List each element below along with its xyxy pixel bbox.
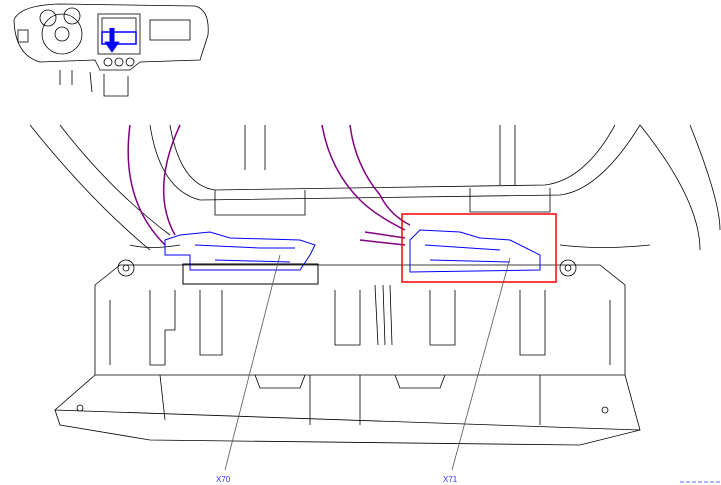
- instrument-panel-lower: [53, 259, 641, 446]
- connector-x71: [409, 229, 541, 273]
- x71-highlight-box: [401, 213, 557, 283]
- connector-x70: [164, 231, 319, 285]
- dashboard-locator-thumbnail: [13, 3, 209, 97]
- label-x71: X71: [443, 475, 458, 484]
- wiring-harness: [127, 124, 411, 246]
- label-x70: X70: [216, 475, 231, 484]
- x70-leader-line: [224, 254, 281, 471]
- dash-upper-outline: [29, 124, 721, 251]
- x71-leader-line: [451, 257, 511, 471]
